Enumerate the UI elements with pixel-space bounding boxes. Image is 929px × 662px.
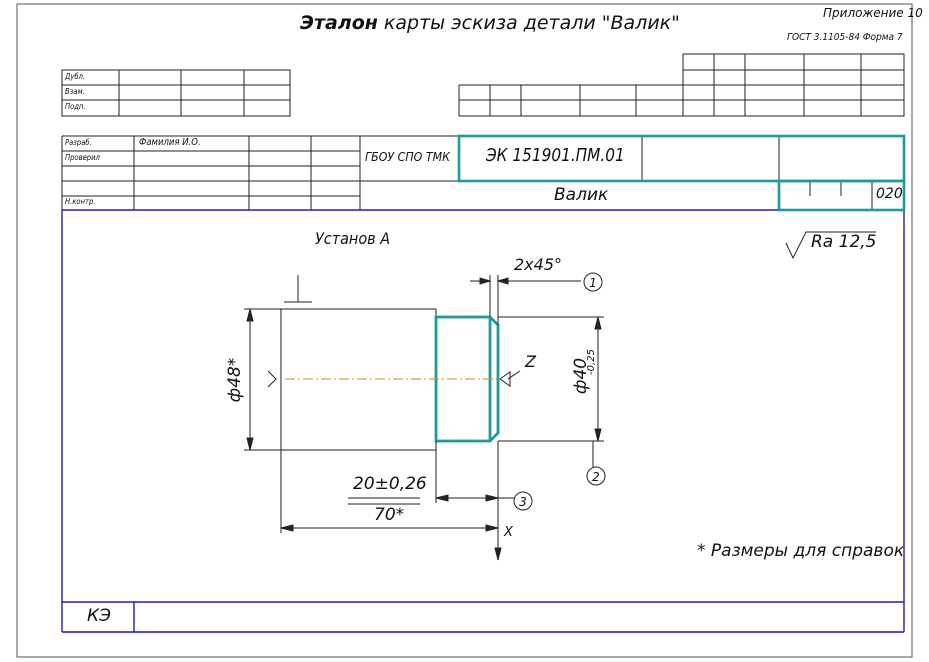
datum-symbol [284, 275, 312, 303]
center-mark [267, 370, 277, 388]
document-title: Эталон карты эскиза детали "Валик" [300, 12, 680, 34]
appendix-label: Приложение 10 [823, 6, 923, 20]
developed-label: Разраб. [65, 138, 92, 147]
length-1-label: 20±0,26 [353, 474, 427, 494]
length-total-label: 70* [374, 505, 405, 525]
row-label-dubl: Дубл. [65, 72, 86, 81]
dim-diameter-40 [498, 316, 604, 442]
operation-highlight [777, 179, 906, 212]
z-locator [499, 370, 521, 387]
callout-3-label: 3 [519, 495, 527, 509]
footer-code: КЭ [87, 606, 111, 626]
diameter-minor-label: ф40 [571, 358, 591, 394]
document-code: ЭК 151901.ПМ.01 [486, 145, 625, 166]
callout-1-label: 1 [589, 276, 597, 290]
row-label-vzam: Взам. [65, 87, 85, 96]
document-code-highlight [457, 134, 906, 183]
chamfer-label: 2x45° [514, 255, 563, 274]
organization-label: ГБОУ СПО ТМК [365, 150, 450, 164]
left-top-table [61, 69, 291, 117]
title-rest: карты эскиза детали "Валик" [383, 12, 680, 34]
dim-lengths [280, 441, 514, 561]
dim-diameter-48 [244, 308, 281, 451]
axis-x-label: X [504, 525, 513, 540]
part-name: Валик [554, 185, 609, 205]
reference-note: * Размеры для справок [697, 541, 905, 561]
diameter-major-label: ф48* [225, 358, 245, 403]
highlight-boxes [457, 134, 906, 212]
right-top-table [458, 53, 905, 117]
dim-chamfer [470, 275, 581, 325]
operation-number: 020 [876, 186, 903, 202]
axis-z-label: Z [525, 352, 536, 371]
callout-1 [583, 272, 603, 292]
callout-2-label: 2 [592, 470, 600, 484]
callout-circles [513, 272, 606, 511]
standard-label: ГОСТ 3.1105-84 Форма 7 [787, 32, 903, 43]
sketch-frame [61, 136, 905, 633]
title-bold: Эталон [300, 12, 378, 34]
norm-control-label: Н.контр. [65, 197, 96, 206]
checked-label: Проверил [65, 153, 100, 162]
setup-label: Установ А [315, 229, 391, 248]
diameter-minor-tolerance: -0,25 [586, 349, 597, 375]
row-label-podp: Подп. [65, 102, 86, 111]
callout-3 [513, 491, 533, 511]
callout-2 [586, 466, 606, 486]
roughness-label: Ra 12,5 [811, 232, 877, 252]
roughness-symbol [785, 231, 876, 260]
developed-name: Фамилия И.О. [139, 137, 201, 148]
outer-border [16, 3, 913, 658]
